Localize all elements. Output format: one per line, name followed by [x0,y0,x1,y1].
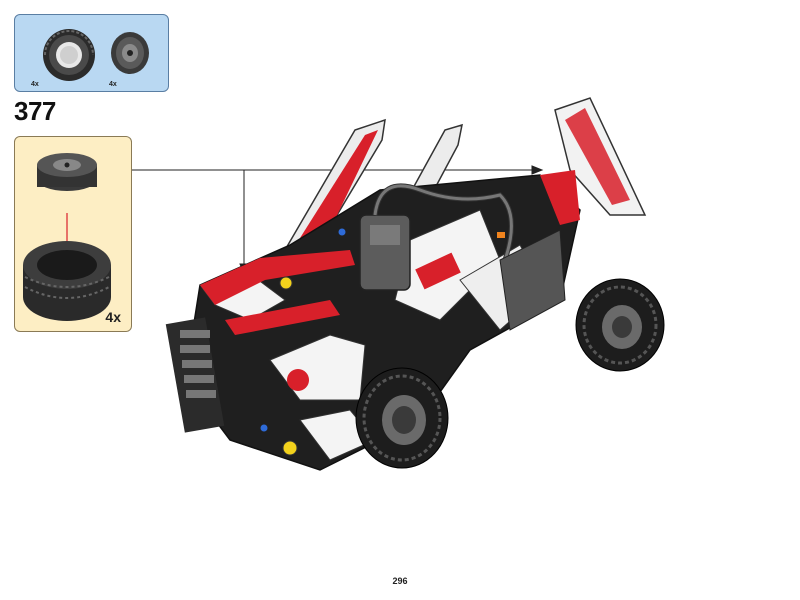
callout-arrows [132,165,544,276]
tire-part-image [43,29,95,81]
parts-list-callout: 4x 4x [14,14,169,92]
vehicle-model [165,97,647,471]
rim-part-image [111,32,149,74]
sub-assembly-callout: 4x [14,136,132,332]
assembly-quantity: 4x [105,309,121,325]
rim-image [37,153,97,191]
rim-quantity: 4x [109,81,117,88]
tire-image [23,241,111,321]
page-number: 296 [392,576,408,586]
front-wheel [355,367,449,469]
rear-wheel [575,278,665,372]
wheel-assembly-illustration [23,153,111,321]
tire-quantity: 4x [31,81,39,88]
parts-list-illustration [43,29,149,81]
step-number: 377 [14,96,56,126]
